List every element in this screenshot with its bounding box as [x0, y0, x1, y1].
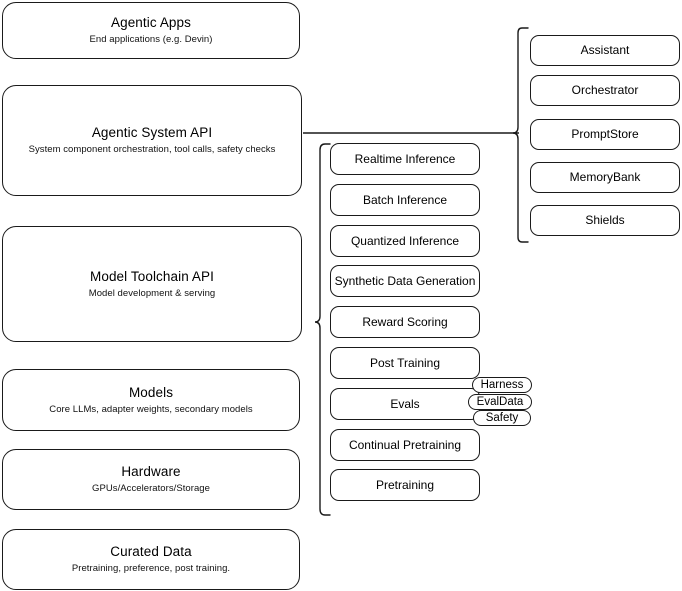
- toolchain-item-continual-pretraining[interactable]: Continual Pretraining: [330, 429, 480, 461]
- eval-pill-evaldata[interactable]: EvalData: [468, 394, 532, 410]
- toolchain-item-quantized-inference[interactable]: Quantized Inference: [330, 225, 480, 257]
- system-item-memorybank[interactable]: MemoryBank: [530, 162, 680, 193]
- layer-title: Agentic Apps: [110, 15, 191, 30]
- layer-title: Model Toolchain API: [90, 268, 214, 284]
- layer-hardware[interactable]: Hardware GPUs/Accelerators/Storage: [2, 449, 300, 510]
- toolchain-item-reward-scoring[interactable]: Reward Scoring: [330, 306, 480, 338]
- layer-subtitle: Pretraining, preference, post training.: [71, 563, 231, 574]
- toolchain-item-batch-inference[interactable]: Batch Inference: [330, 184, 480, 216]
- layer-model-toolchain-api[interactable]: Model Toolchain API Model development & …: [2, 226, 302, 342]
- layer-subtitle: GPUs/Accelerators/Storage: [92, 483, 210, 494]
- system-api-brace: [512, 27, 529, 243]
- layer-title: Hardware: [121, 464, 181, 479]
- layer-subtitle: Core LLMs, adapter weights, secondary mo…: [49, 403, 253, 415]
- system-item-shields[interactable]: Shields: [530, 205, 680, 236]
- toolchain-item-evals[interactable]: Evals: [330, 388, 480, 420]
- eval-pill-safety[interactable]: Safety: [473, 410, 531, 426]
- toolchain-item-realtime-inference[interactable]: Realtime Inference: [330, 143, 480, 175]
- layer-title: Agentic System API: [91, 125, 213, 140]
- toolchain-item-post-training[interactable]: Post Training: [330, 347, 480, 379]
- toolchain-item-pretraining[interactable]: Pretraining: [330, 469, 480, 501]
- system-item-assistant[interactable]: Assistant: [530, 35, 680, 66]
- layer-title: Curated Data: [110, 544, 192, 559]
- toolchain-brace: [314, 143, 331, 516]
- layer-agentic-system-api[interactable]: Agentic System API System component orch…: [2, 85, 302, 196]
- layer-title: Models: [128, 384, 174, 400]
- system-item-promptstore[interactable]: PromptStore: [530, 119, 680, 150]
- system-item-orchestrator[interactable]: Orchestrator: [530, 75, 680, 106]
- layer-subtitle: System component orchestration, tool cal…: [28, 144, 276, 155]
- layer-curated-data[interactable]: Curated Data Pretraining, preference, po…: [2, 529, 300, 590]
- toolchain-item-synthetic-data-generation[interactable]: Synthetic Data Generation: [330, 265, 480, 297]
- layer-subtitle: Model development & serving: [88, 287, 216, 299]
- eval-pill-harness[interactable]: Harness: [472, 377, 532, 393]
- layer-subtitle: End applications (e.g. Devin): [89, 34, 213, 45]
- layer-models[interactable]: Models Core LLMs, adapter weights, secon…: [2, 369, 300, 431]
- layer-agentic-apps[interactable]: Agentic Apps End applications (e.g. Devi…: [2, 2, 300, 59]
